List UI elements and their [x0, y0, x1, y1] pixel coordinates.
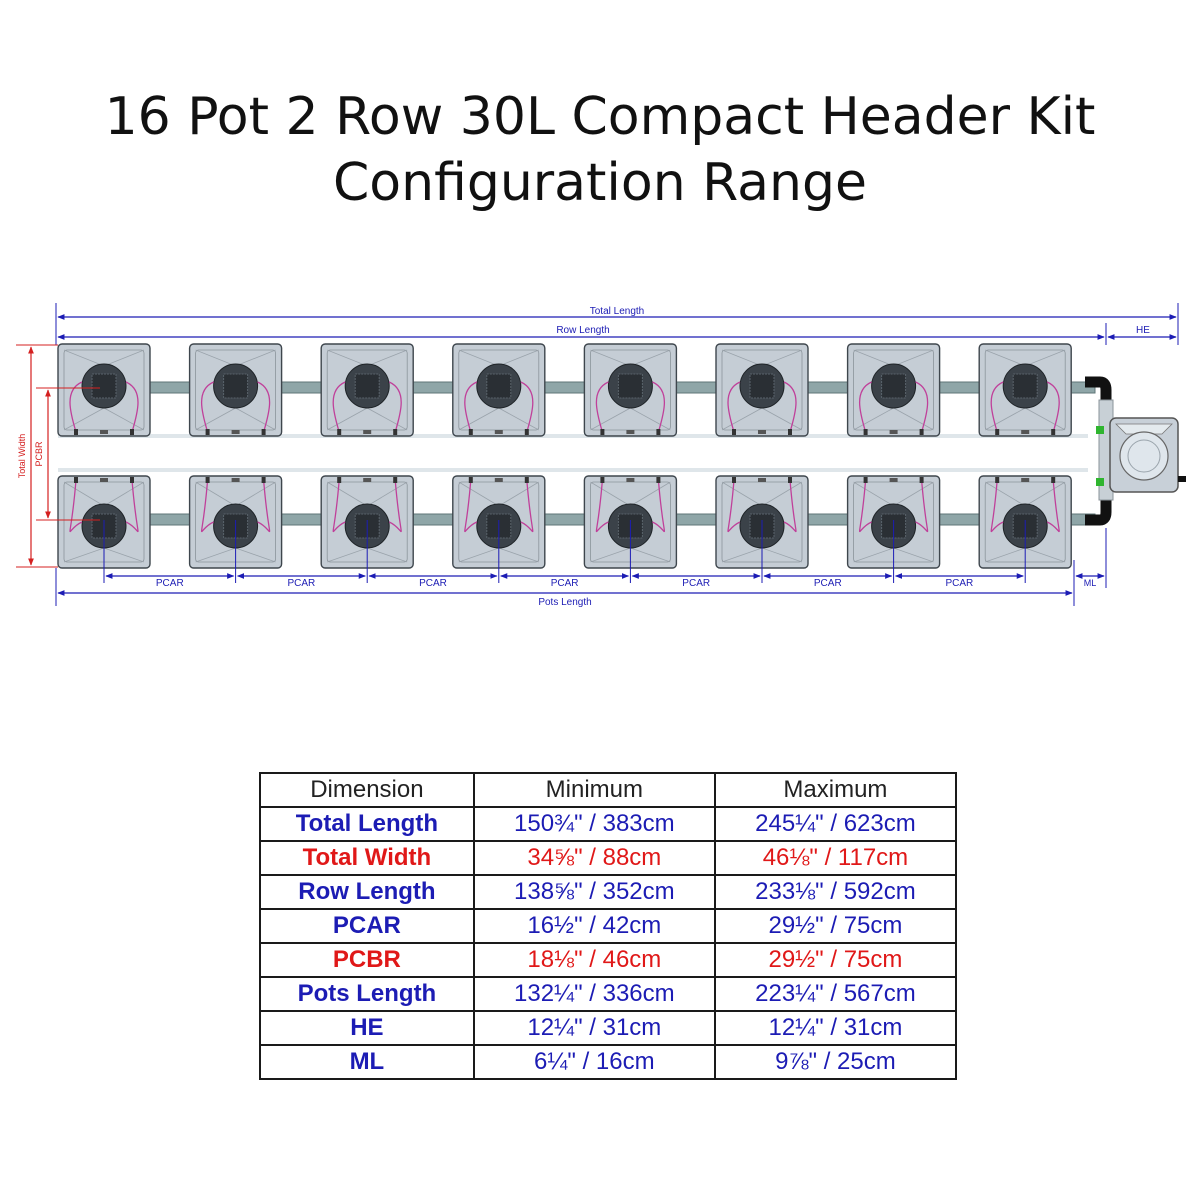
table-row: Pots Length 132¼" / 336cm 223¼" / 567cm [259, 976, 958, 1012]
net-basket-icon [881, 373, 907, 399]
dimension-cell: Total Width [259, 840, 475, 876]
dimension-total-length: Total Length [55, 303, 1179, 345]
net-basket-icon [617, 373, 643, 399]
label-pcar: PCAR [419, 578, 447, 589]
label-ml: ML [1084, 578, 1097, 588]
label-pcar: PCAR [814, 578, 842, 589]
net-basket-icon [486, 373, 512, 399]
label-pots-length: Pots Length [538, 597, 591, 608]
table-row: ML 6¼" / 16cm 9⅞" / 25cm [259, 1044, 958, 1080]
maximum-cell: 9⅞" / 25cm [713, 1044, 958, 1080]
minimum-cell: 6¼" / 16cm [472, 1044, 716, 1080]
label-pcar: PCAR [288, 578, 316, 589]
pot-icon [57, 343, 151, 437]
minimum-cell: 150¾" / 383cm [472, 806, 716, 842]
table-header-row: Dimension Minimum Maximum [259, 772, 958, 808]
dimension-pcar-row: PCAR PCAR PCAR PCAR PCAR PCAR PCAR [103, 520, 1026, 589]
page-title-line-1: 16 Pot 2 Row 30L Compact Header Kit [104, 87, 1096, 147]
label-pcbr: PCBR [34, 441, 44, 467]
label-he: HE [1136, 325, 1150, 336]
return-line [58, 434, 1088, 438]
dimension-he: HE [1107, 325, 1177, 340]
table-row: Total Width 34⅝" / 88cm 46⅛" / 117cm [259, 840, 958, 876]
page-title-line-2: Configuration Range [333, 153, 867, 213]
header-tank-icon [1109, 417, 1186, 493]
elbow-icon [1085, 500, 1112, 526]
dimension-cell: HE [259, 1010, 475, 1046]
maximum-cell: 46⅛" / 117cm [713, 840, 958, 876]
dimension-cell: ML [259, 1044, 475, 1080]
dimension-row-length: Row Length [57, 323, 1107, 345]
label-pcar: PCAR [946, 578, 974, 589]
dimension-ml: ML [1073, 528, 1107, 606]
maximum-cell: 233⅛" / 592cm [713, 874, 958, 910]
minimum-cell: 34⅝" / 88cm [472, 840, 716, 876]
minimum-cell: 132¼" / 336cm [472, 976, 716, 1012]
table-row: Total Length 150¾" / 383cm 245¼" / 623cm [259, 806, 958, 842]
dimension-pcbr: PCBR [34, 387, 100, 521]
valve-icon [1096, 426, 1104, 434]
table-row: PCBR 18⅛" / 46cm 29½" / 75cm [259, 942, 958, 978]
net-basket-icon [223, 373, 249, 399]
layout-diagram: Total Length Row Length HE Total Width P… [16, 303, 1186, 608]
label-pcar: PCAR [156, 578, 184, 589]
dimension-cell: Total Length [259, 806, 475, 842]
table-row: Row Length 138⅝" / 352cm 233⅛" / 592cm [259, 874, 958, 910]
pot-icon [320, 343, 414, 437]
table-row: PCAR 16½" / 42cm 29½" / 75cm [259, 908, 958, 944]
dimension-total-width: Total Width [16, 344, 58, 568]
pot-icon [188, 343, 283, 437]
net-basket-icon [749, 373, 775, 399]
net-basket-icon [91, 373, 117, 399]
minimum-cell: 16½" / 42cm [472, 908, 716, 944]
table-row: HE 12¼" / 31cm 12¼" / 31cm [259, 1010, 958, 1046]
minimum-cell: 138⅝" / 352cm [472, 874, 716, 910]
column-header-maximum: Maximum [713, 772, 958, 808]
pot-icon [715, 343, 809, 437]
label-pcar: PCAR [682, 578, 710, 589]
maximum-cell: 223¼" / 567cm [713, 976, 958, 1012]
maximum-cell: 29½" / 75cm [713, 908, 958, 944]
pot-icon [452, 343, 546, 437]
dimension-pots-length: Pots Length [55, 568, 1073, 608]
column-header-dimension: Dimension [259, 772, 475, 808]
label-total-width: Total Width [17, 434, 27, 479]
return-line [58, 468, 1088, 472]
minimum-cell: 12¼" / 31cm [472, 1010, 716, 1046]
dimension-cell: Pots Length [259, 976, 475, 1012]
label-pcar: PCAR [551, 578, 579, 589]
label-total-length: Total Length [590, 306, 645, 317]
maximum-cell: 12¼" / 31cm [713, 1010, 958, 1046]
column-header-minimum: Minimum [472, 772, 716, 808]
maximum-cell: 29½" / 75cm [713, 942, 958, 978]
net-basket-icon [1012, 373, 1038, 399]
valve-icon [1096, 478, 1104, 486]
pot-rows [57, 343, 1072, 569]
page-title: 16 Pot 2 Row 30L Compact Header Kit Conf… [0, 84, 1200, 216]
maximum-cell: 245¼" / 623cm [713, 806, 958, 842]
dimension-cell: Row Length [259, 874, 475, 910]
dimension-table: Dimension Minimum Maximum Total Length 1… [259, 772, 958, 1080]
elbow-icon [1085, 376, 1112, 400]
label-row-length: Row Length [556, 325, 609, 336]
net-basket-icon [354, 373, 380, 399]
pot-icon [846, 343, 941, 437]
pot-icon [978, 343, 1072, 437]
dimension-cell: PCAR [259, 908, 475, 944]
dimension-cell: PCBR [259, 942, 475, 978]
pot-icon [583, 343, 678, 437]
minimum-cell: 18⅛" / 46cm [472, 942, 716, 978]
